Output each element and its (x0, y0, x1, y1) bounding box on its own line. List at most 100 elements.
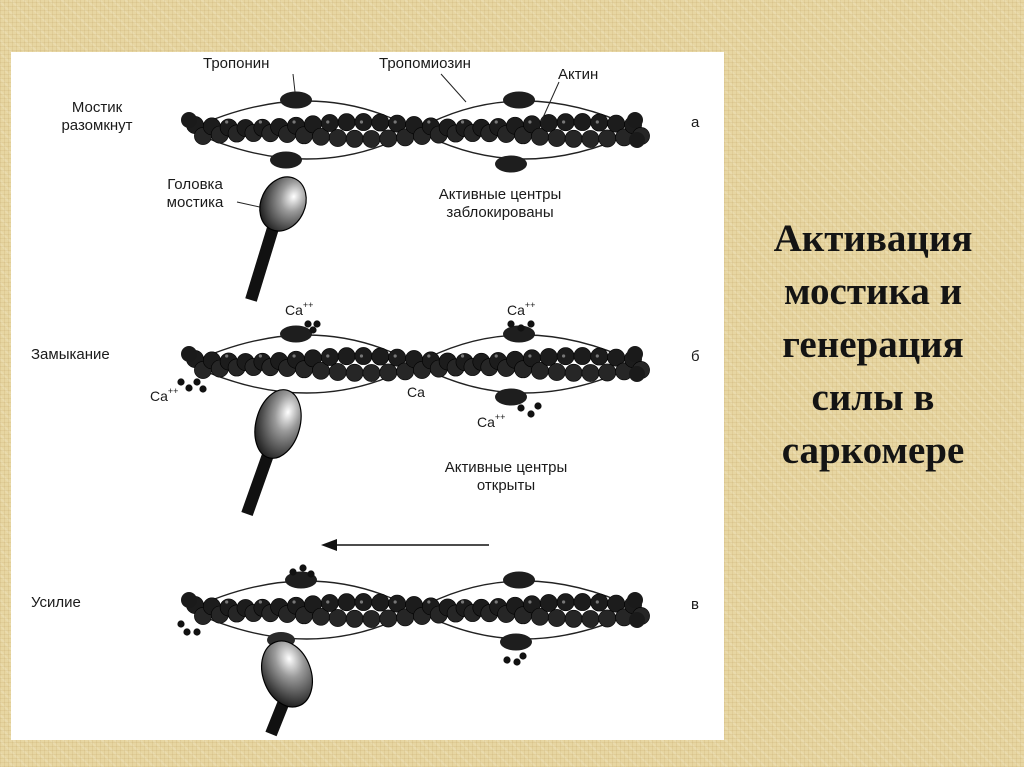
troponin-complex (495, 388, 527, 406)
myosin-stalk (241, 449, 275, 517)
actin-bead-highlight (562, 354, 566, 358)
actin-bead (590, 347, 609, 366)
actin-bead (573, 347, 592, 365)
troponin-label: Тропонин (203, 55, 270, 72)
actin-bead (354, 593, 373, 611)
troponin-pointer-line (292, 73, 296, 93)
bridge-open-line-2: разомкнут (61, 117, 133, 134)
actin-bead-highlight (494, 600, 498, 604)
actin-bead-highlight (595, 120, 599, 124)
force-arrow-head (321, 539, 337, 551)
ca-ion-label-2: Ca++ (507, 300, 536, 318)
tropomyosin-label: Тропомиозин (379, 55, 471, 72)
myosin-head-shape (259, 176, 307, 232)
actin-bead (354, 347, 373, 365)
actin-bead-highlight (292, 120, 296, 124)
bridge-head-line-1: Головка (167, 176, 223, 193)
actin-bead-highlight (359, 120, 364, 124)
actin-bead-highlight (528, 354, 532, 358)
troponin-complex (503, 571, 535, 589)
ca-ion-label-5: Ca++ (477, 412, 506, 430)
diagram-panel: Тропонин Тропомиозин Актин Мостик разомк… (11, 52, 724, 740)
actin-bead-highlight (528, 120, 532, 124)
actin-bead-highlight (225, 600, 229, 604)
ca-ion-label-3: Ca++ (150, 386, 179, 404)
ca-ion-label-1: Ca++ (285, 300, 314, 318)
slide-title-line-2: мостика и (783, 270, 963, 313)
actin-bead (320, 594, 339, 612)
actin-bead-highlight (595, 354, 599, 358)
actin-bead (547, 609, 566, 627)
actin-bead (629, 132, 645, 148)
actin-filament-1 (181, 100, 650, 160)
slide-title: Активация мостика и генерация силы в сар… (728, 212, 1018, 477)
actin-bead-highlight (292, 600, 296, 604)
actin-bead-highlight (258, 120, 262, 124)
actin-bead-highlight (562, 120, 566, 124)
actin-bead-highlight (528, 600, 532, 604)
actin-bead (590, 593, 609, 612)
actin-bead (629, 366, 645, 382)
calcium-ion-dot (183, 628, 191, 636)
calcium-ion-dot (503, 656, 511, 664)
calcium-ion-dot (313, 320, 321, 328)
actin-bead-highlight (292, 354, 296, 358)
myosin-head-shape (254, 389, 302, 459)
actin-bead (328, 609, 347, 627)
centers-blocked-line-1: Активные центры (438, 186, 562, 203)
centers-open-line-1: Активные центры (444, 459, 568, 476)
centers-open-label: Активные центры открыты (411, 459, 601, 495)
troponin-complex (500, 633, 532, 651)
actin-bead-highlight (562, 600, 566, 604)
calcium-ion-dot (177, 620, 185, 628)
actin-bead-highlight (460, 600, 465, 604)
actin-bead (581, 610, 600, 628)
slide-title-line-4: силы в (811, 376, 935, 419)
actin-bead-highlight (427, 120, 431, 124)
actin-filament-2 (181, 334, 650, 394)
actin-bead (581, 364, 600, 382)
actin-bead (627, 592, 643, 608)
actin-bead (320, 348, 339, 366)
calcium-ion-dot (527, 320, 535, 328)
actin-bead (371, 593, 390, 612)
actin-bead-highlight (393, 354, 397, 358)
calcium-ion-dot (513, 658, 521, 666)
calcium-ion-dot (517, 404, 525, 412)
slide-title-line-5: саркомере (781, 429, 965, 472)
calcium-ion-dot (519, 652, 527, 660)
troponin-complex (503, 325, 535, 343)
actin-bead (564, 609, 583, 628)
actin-bead (627, 112, 643, 128)
actin-bead (320, 114, 339, 132)
actin-bead-highlight (225, 354, 229, 358)
myosin-stalk (265, 701, 289, 737)
actin-bead (627, 346, 643, 362)
bridge-open-line-1: Мостик (71, 99, 123, 116)
actin-bead (564, 363, 583, 382)
effort-label: Усилие (31, 594, 81, 611)
actin-bead-highlight (326, 600, 330, 604)
actin-bead-highlight (326, 354, 330, 358)
actin-bead (581, 130, 600, 148)
calcium-ion-dot (193, 378, 201, 386)
actin-bead-highlight (326, 120, 330, 124)
calcium-ion-dot (193, 628, 201, 636)
actin-bead (573, 113, 592, 131)
actin-bead (181, 592, 197, 608)
calcium-ion-dot (289, 568, 297, 576)
actin-bead (337, 593, 356, 612)
actin-bead (345, 129, 364, 148)
actin-bead-highlight (393, 600, 397, 604)
actin-bead-highlight (359, 354, 364, 358)
calcium-ion-dot (307, 570, 315, 578)
actin-bead (371, 113, 390, 132)
slide-title-line-1: Активация (773, 217, 973, 260)
actin-bead (629, 612, 645, 628)
myosin-head-1 (245, 176, 307, 302)
actin-bead (345, 363, 364, 382)
actin-bead-highlight (460, 120, 465, 124)
calcium-ion-dot (304, 320, 312, 328)
actin-bead (379, 363, 398, 382)
actin-bead-highlight (258, 600, 262, 604)
